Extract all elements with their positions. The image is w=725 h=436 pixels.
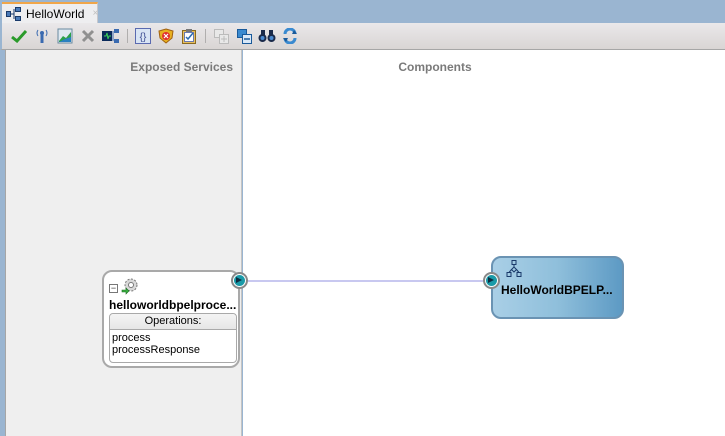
policy-button[interactable] (157, 27, 175, 45)
validate-button[interactable] (10, 27, 28, 45)
binoculars-icon (258, 30, 276, 42)
clipboard-check-icon (182, 29, 196, 44)
refresh-icon (283, 28, 297, 44)
source-button[interactable]: {} (134, 27, 152, 45)
refresh-button[interactable] (281, 27, 299, 45)
x-icon (81, 29, 95, 43)
chart-icon (57, 28, 73, 44)
close-tab-icon[interactable]: × (92, 8, 99, 19)
service-wire[interactable] (248, 280, 484, 282)
component-service-port[interactable] (483, 272, 500, 289)
chevron-right-icon (486, 275, 497, 286)
toolbar-separator (127, 29, 128, 43)
checkmark-icon (11, 29, 27, 43)
chevron-right-icon (234, 275, 245, 286)
service-header: − (109, 277, 139, 300)
components-pane: Components (243, 50, 725, 436)
shield-icon (158, 28, 174, 44)
collapse-all-icon (237, 29, 252, 44)
operation-item[interactable]: processResponse (112, 344, 201, 356)
operations-box: Operations: process processResponse (109, 313, 237, 363)
wiring-button[interactable] (102, 27, 120, 45)
editor-tab-bar: HelloWorld × (0, 0, 725, 23)
expand-all-button[interactable] (212, 27, 230, 45)
braces-icon: {} (135, 28, 151, 44)
exposed-service-node[interactable]: − helloworldbpelproce... Operations: pro… (102, 270, 240, 368)
antenna-button[interactable] (33, 27, 51, 45)
tab-helloworld[interactable]: HelloWorld × (2, 2, 98, 23)
exposed-services-pane: Exposed Services (5, 50, 242, 436)
toolbar: {} (0, 23, 725, 49)
composite-canvas: Exposed Services Components (0, 49, 725, 436)
composite-icon (6, 6, 22, 21)
service-reference-port[interactable] (231, 272, 248, 289)
expand-all-icon (214, 29, 229, 44)
collapse-all-button[interactable] (235, 27, 253, 45)
svg-text:{}: {} (140, 32, 147, 43)
find-button[interactable] (258, 27, 276, 45)
exposed-services-title: Exposed Services (130, 60, 233, 74)
bpel-process-icon (506, 260, 522, 283)
test-button[interactable] (180, 27, 198, 45)
service-name: helloworldbpelproce... (109, 298, 237, 312)
chart-button[interactable] (56, 27, 74, 45)
toolbar-separator (205, 29, 206, 43)
wiring-icon (102, 29, 119, 43)
operations-list: process processResponse (110, 330, 236, 356)
components-title: Components (398, 60, 472, 74)
delete-button[interactable] (79, 27, 97, 45)
bpel-component-node[interactable]: HelloWorldBPELP... (491, 256, 624, 319)
collapse-toggle[interactable]: − (109, 283, 118, 293)
operation-item[interactable]: process (112, 332, 151, 344)
component-name: HelloWorldBPELP... (501, 283, 613, 297)
operations-header: Operations: (110, 314, 236, 330)
tab-label: HelloWorld (26, 6, 85, 21)
antenna-icon (36, 29, 48, 43)
web-service-gear-icon (121, 277, 139, 300)
